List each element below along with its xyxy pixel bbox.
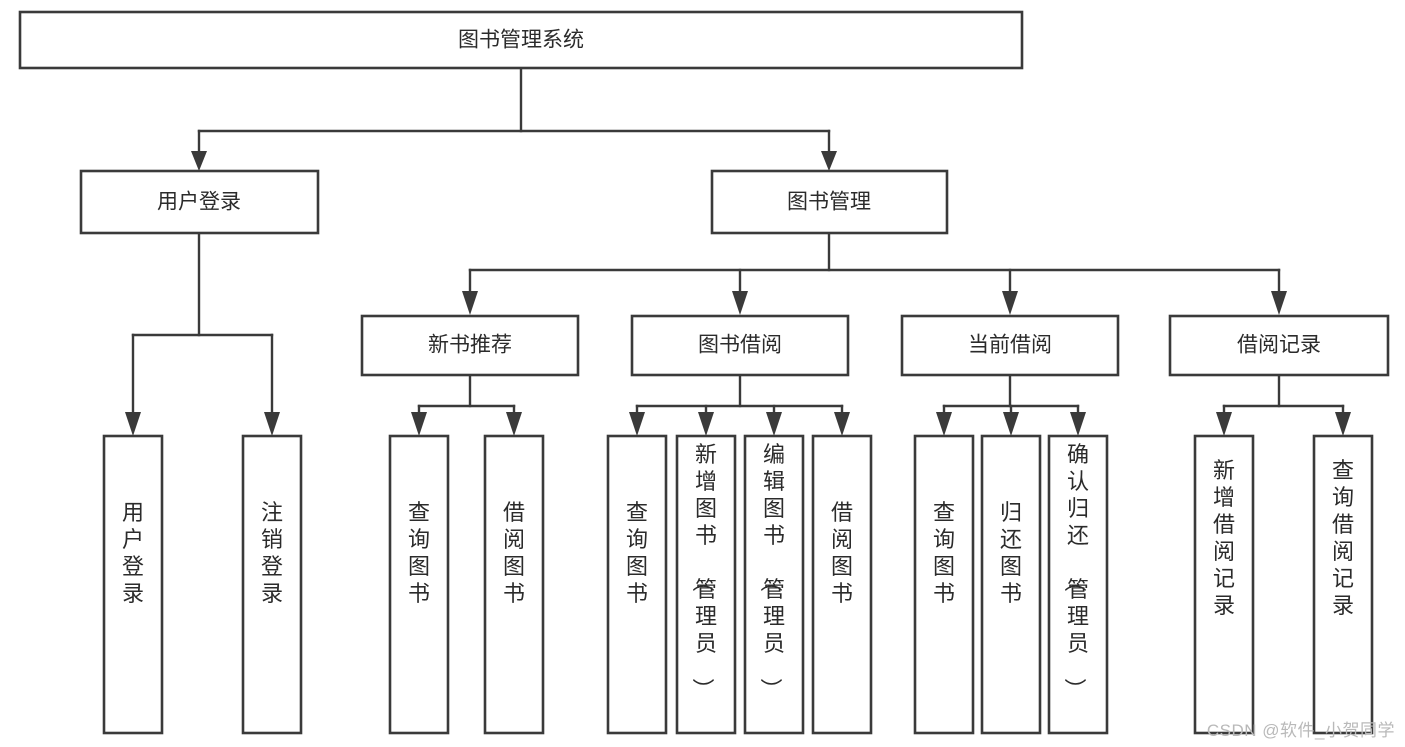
leaf-box[interactable] [1312,434,1374,735]
node-borrow-record[interactable]: 借阅记录 [1168,314,1390,377]
arrow-icon [1070,412,1086,436]
arrow-icon [1216,412,1232,436]
leaf-label: 查询图书 [626,500,648,606]
arrow-icon [1003,412,1019,436]
node-root-label: 图书管理系统 [458,29,584,52]
leaf-box[interactable] [241,434,303,735]
leaf-label: 确认归还（管理员） [1062,442,1089,700]
csdn-watermark: CSDN @软件_小贺同学 [1206,721,1395,740]
arrow-icon [264,412,280,436]
leaf-label: 借阅图书 [503,500,525,606]
leaf-user-login-2[interactable]: 注销登录 [241,434,303,735]
leaf-box[interactable] [1047,434,1109,735]
node-root-box[interactable] [18,10,1024,70]
arrow-icon [462,291,478,315]
leaf-box[interactable] [675,434,737,735]
node-book-management-box[interactable] [710,169,949,235]
arrow-icon [411,412,427,436]
leaf-box[interactable] [913,434,975,735]
arrow-icon [1002,291,1018,315]
node-new-book-recommend-label: 新书推荐 [428,334,512,357]
node-book-management-label: 图书管理 [787,191,871,214]
leaf-book-borrow-1[interactable]: 查询图书 [606,434,668,735]
edge-group-new-book [411,373,522,436]
leaf-box[interactable] [483,434,545,735]
edge-group-root [191,66,837,171]
node-book-borrow-label: 图书借阅 [698,334,782,357]
leaf-label: 编辑图书（管理员） [758,442,785,700]
leaf-box[interactable] [743,434,805,735]
leaf-label: 新增借阅记录 [1213,458,1235,618]
arrow-icon [698,412,714,436]
arrow-icon [834,412,850,436]
leaf-box[interactable] [102,434,164,735]
leaf-box[interactable] [388,434,450,735]
leaf-new-book-2[interactable]: 借阅图书 [483,434,545,735]
node-borrow-record-box[interactable] [1168,314,1390,377]
leaf-box[interactable] [811,434,873,735]
edge-group-book-borrow [629,373,850,436]
leaf-box[interactable] [606,434,668,735]
edge-group-borrow-record [1216,373,1351,436]
node-new-book-recommend[interactable]: 新书推荐 [360,314,580,377]
leaf-label: 借阅图书 [831,500,853,606]
node-new-book-recommend-box[interactable] [360,314,580,377]
arrow-icon [732,291,748,315]
node-current-borrow-box[interactable] [900,314,1120,377]
node-book-borrow-box[interactable] [630,314,850,377]
arrow-icon [936,412,952,436]
edge-group-user-login [125,231,280,436]
arrow-icon [821,151,837,171]
leaf-label: 新增图书（管理员） [690,442,717,700]
leaf-borrow-record-1[interactable]: 新增借阅记录 [1193,434,1255,735]
node-user-login-label: 用户登录 [157,191,241,214]
leaf-current-borrow-2[interactable]: 归还图书 [980,434,1042,735]
leaf-user-login-1[interactable]: 用户登录 [102,434,164,735]
arrow-icon [1335,412,1351,436]
arrow-icon [1271,291,1287,315]
node-user-login-box[interactable] [79,169,320,235]
leaf-book-borrow-3[interactable]: 编辑图书（管理员） [743,434,805,735]
leaf-box[interactable] [980,434,1042,735]
leaf-current-borrow-1[interactable]: 查询图书 [913,434,975,735]
leaf-label: 用户登录 [122,500,144,606]
leaf-label: 查询图书 [408,500,430,606]
leaf-borrow-record-2[interactable]: 查询借阅记录 [1312,434,1374,735]
leaf-label: 查询借阅记录 [1332,458,1354,618]
arrow-icon [506,412,522,436]
edge-group-current-borrow [936,373,1086,436]
node-book-management[interactable]: 图书管理 [710,169,949,235]
node-current-borrow[interactable]: 当前借阅 [900,314,1120,377]
leaf-new-book-1[interactable]: 查询图书 [388,434,450,735]
leaf-label: 归还图书 [1000,500,1022,606]
node-current-borrow-label: 当前借阅 [968,334,1052,357]
leaf-book-borrow-2[interactable]: 新增图书（管理员） [675,434,737,735]
arrow-icon [766,412,782,436]
arrow-icon [191,151,207,171]
node-borrow-record-label: 借阅记录 [1237,334,1321,357]
node-user-login[interactable]: 用户登录 [79,169,320,235]
arrow-icon [629,412,645,436]
leaf-current-borrow-3[interactable]: 确认归还（管理员） [1047,434,1109,735]
node-book-borrow[interactable]: 图书借阅 [630,314,850,377]
leaf-book-borrow-4[interactable]: 借阅图书 [811,434,873,735]
leaf-box[interactable] [1193,434,1255,735]
edge-group-book-management [462,231,1287,315]
arrow-icon [125,412,141,436]
leaf-label: 注销登录 [261,500,283,606]
leaf-label: 查询图书 [933,500,955,606]
node-root[interactable]: 图书管理系统 [18,10,1024,70]
